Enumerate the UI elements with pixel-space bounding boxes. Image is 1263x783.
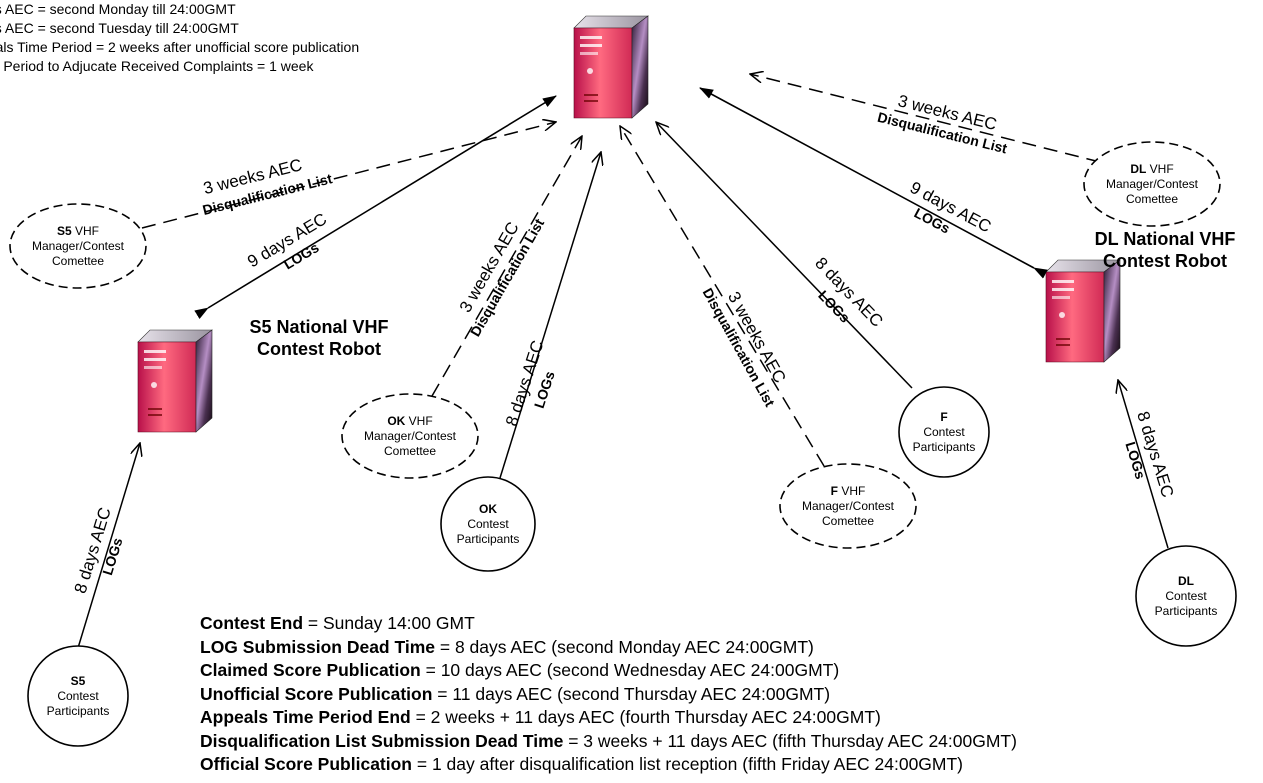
legend-value: = 3 weeks + 11 days AEC (fifth Thursday … bbox=[563, 730, 1017, 751]
edge-dl-participants-to-robot bbox=[1118, 380, 1169, 549]
s5-robot-label: S5 National VHF Contest Robot bbox=[234, 316, 404, 360]
legend-term: Unofficial Score Publication bbox=[200, 683, 433, 704]
ok-manager-node: OK VHF Manager/Contest Comettee bbox=[342, 408, 478, 464]
dl-participants-node-shape bbox=[1135, 545, 1237, 647]
ok-manager-line3: Comettee bbox=[383, 443, 437, 458]
s5-manager-line3: Comettee bbox=[51, 253, 105, 268]
legend-value: = Sunday 14:00 GMT bbox=[303, 613, 475, 633]
legend-row: Official Score Publication = 1 day after… bbox=[200, 753, 1017, 777]
dl-participants-line1: Contest bbox=[1165, 588, 1207, 603]
edge-ok-manager-to-center bbox=[431, 136, 582, 397]
s5-robot-server-icon bbox=[137, 329, 213, 433]
dl-robot-label: DL National VHF Contest Robot bbox=[1080, 228, 1250, 272]
legend-row: Unofficial Score Publication = 11 days A… bbox=[200, 683, 1017, 707]
edge-f-manager-to-center bbox=[620, 126, 825, 467]
f-participants-line1: Contest bbox=[923, 424, 965, 439]
dl-manager-line3: Comettee bbox=[1125, 191, 1179, 206]
dl-participants-line2: Participants bbox=[1154, 603, 1218, 618]
ok-participants-node: OK Contest Participants bbox=[441, 496, 535, 552]
ok-participants-line1: Contest bbox=[467, 516, 509, 531]
legend-value: = 1 day after disqualification list rece… bbox=[412, 754, 964, 774]
legend-row: LOG Submission Dead Time = 8 days AEC (s… bbox=[200, 636, 1017, 660]
edge-s5-participants-to-robot bbox=[77, 443, 140, 649]
legend-value: = 10 days AEC (second Wednesday AEC 24:0… bbox=[420, 660, 840, 680]
legend-row: Claimed Score Publication = 10 days AEC … bbox=[200, 659, 1017, 683]
dl-manager-node: DL VHF Manager/Contest Comettee bbox=[1084, 156, 1220, 212]
ok-manager-node-shape bbox=[341, 393, 479, 479]
s5-robot-label-line2: Contest Robot bbox=[257, 339, 381, 359]
central-server-icon bbox=[573, 15, 649, 119]
top-legend-line: ays AEC = second Monday till 24:00GMT bbox=[0, 1, 236, 17]
f-manager-node-shape bbox=[779, 463, 917, 549]
dl-manager-line2: Manager/Contest bbox=[1105, 176, 1199, 191]
s5-participants-code: S5 bbox=[70, 673, 86, 688]
edge-ok-participants-to-center bbox=[499, 152, 601, 479]
legend-value: = 11 days AEC (second Thursday AEC 24:00… bbox=[432, 683, 831, 704]
ok-participants-node-shape bbox=[440, 476, 536, 572]
legend-term: Appeals Time Period End bbox=[200, 707, 411, 727]
legend-row: Contest End = Sunday 14:00 GMT bbox=[200, 612, 1017, 636]
legend-row: Appeals Time Period End = 2 weeks + 11 d… bbox=[200, 706, 1017, 730]
ok-participants-code: OK bbox=[479, 501, 497, 516]
legend-term: Official Score Publication bbox=[200, 754, 412, 774]
f-manager-line2: Manager/Contest bbox=[801, 498, 895, 513]
s5-manager-node-shape bbox=[9, 203, 147, 289]
dl-manager-node-shape bbox=[1083, 141, 1221, 227]
edge-f-participants-to-center bbox=[656, 122, 913, 389]
dl-manager-code: DL bbox=[1130, 161, 1147, 176]
edge-s5-manager-to-center bbox=[141, 122, 556, 229]
legend-term: Claimed Score Publication bbox=[200, 660, 421, 680]
s5-participants-node: S5 Contest Participants bbox=[28, 668, 128, 724]
legend-value: = 8 days AEC (second Monday AEC 24:00GMT… bbox=[435, 636, 814, 657]
dl-participants-code: DL bbox=[1178, 573, 1194, 588]
legend-term: Contest End bbox=[200, 613, 304, 633]
top-legend-line: peals Time Period = 2 weeks after unoffi… bbox=[0, 39, 360, 55]
ok-participants-line2: Participants bbox=[456, 531, 520, 546]
s5-manager-line2: Manager/Contest bbox=[31, 238, 125, 253]
f-participants-node: F Contest Participants bbox=[899, 404, 989, 460]
s5-participants-line1: Contest bbox=[57, 688, 99, 703]
s5-manager-line1: VHF bbox=[71, 223, 100, 238]
ok-manager-line1: VHF bbox=[405, 413, 433, 428]
s5-participants-line2: Participants bbox=[46, 703, 110, 718]
f-participants-code: F bbox=[940, 409, 948, 424]
dl-robot-label-line2: Contest Robot bbox=[1103, 251, 1227, 271]
edge-s5-robot-to-center bbox=[194, 95, 557, 320]
ok-manager-line2: Manager/Contest bbox=[363, 428, 457, 443]
edge-dl-manager-to-center bbox=[750, 74, 1101, 163]
dl-participants-node: DL Contest Participants bbox=[1136, 568, 1236, 624]
f-manager-line3: Comettee bbox=[821, 513, 875, 528]
s5-manager-code: S5 bbox=[56, 223, 72, 238]
legend-term: Disqualification List Submission Dead Ti… bbox=[200, 730, 564, 751]
legend-row: Disqualification List Submission Dead Ti… bbox=[200, 730, 1017, 754]
s5-manager-node: S5 VHF Manager/Contest Comettee bbox=[10, 218, 146, 274]
s5-robot-label-line1: S5 National VHF bbox=[249, 317, 389, 337]
f-manager-node: F VHF Manager/Contest Comettee bbox=[780, 478, 916, 534]
f-manager-line1: VHF bbox=[838, 483, 866, 498]
dl-manager-line1: VHF bbox=[1146, 161, 1174, 176]
edge-dl-robot-to-center bbox=[699, 87, 1048, 279]
top-legend-line: me Period to Adjucate Received Complaint… bbox=[0, 58, 314, 74]
s5-participants-node-shape bbox=[27, 645, 129, 747]
f-participants-node-shape bbox=[898, 386, 990, 478]
legend-term: LOG Submission Dead Time bbox=[200, 636, 436, 657]
top-legend-line: ays AEC = second Tuesday till 24:00GMT bbox=[0, 20, 239, 36]
top-legend: ays AEC = second Monday till 24:00GMT ay… bbox=[0, 0, 359, 76]
dl-robot-server-icon bbox=[1045, 259, 1121, 363]
f-manager-code: F bbox=[830, 483, 838, 498]
bottom-legend: Contest End = Sunday 14:00 GMT LOG Submi… bbox=[200, 612, 1017, 777]
dl-robot-label-line1: DL National VHF bbox=[1094, 229, 1236, 249]
f-participants-line2: Participants bbox=[912, 439, 976, 454]
ok-manager-code: OK bbox=[387, 413, 406, 428]
legend-value: = 2 weeks + 11 days AEC (fourth Thursday… bbox=[410, 707, 881, 727]
